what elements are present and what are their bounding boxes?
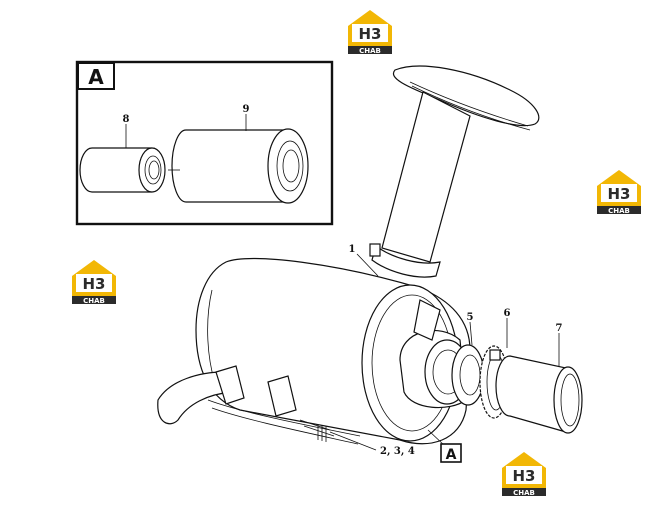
logo-sub: CHAB xyxy=(608,207,630,215)
detail-ref-a: A xyxy=(440,443,462,463)
callout-5: 5 xyxy=(467,312,474,323)
mounting-bracket xyxy=(157,365,361,445)
detail-box-a: A 8 9 xyxy=(75,60,334,226)
logo-sub: CHAB xyxy=(513,489,535,497)
detail-ref-label: A xyxy=(446,447,457,463)
callout-6: 6 xyxy=(504,308,511,319)
logo-mark: H3 xyxy=(359,25,382,43)
callout-9: 9 xyxy=(243,104,250,115)
air-cleaner-assembly: 1 5 6 7 2, 3, 4 A xyxy=(157,65,583,463)
intake-tube xyxy=(381,91,471,263)
logo-top: H3 CHAB xyxy=(348,10,392,55)
callout-1: 1 xyxy=(349,244,356,255)
logo-bottom: H3 CHAB xyxy=(502,452,546,497)
logo-mark: H3 xyxy=(608,185,631,203)
logo-mark: H3 xyxy=(83,275,106,293)
part-5-adapter xyxy=(451,344,485,406)
part-8-sleeve xyxy=(79,147,166,193)
precleaner-cap xyxy=(392,65,540,131)
part-7-hose xyxy=(495,355,583,434)
tube-clamp xyxy=(371,244,441,278)
detail-box-label: A xyxy=(88,65,104,89)
callout-7: 7 xyxy=(556,323,563,334)
callout-8: 8 xyxy=(123,114,130,125)
logo-right: H3 CHAB xyxy=(597,170,641,215)
logo-sub: CHAB xyxy=(83,297,105,305)
part-9-sleeve xyxy=(171,128,309,204)
logo-mark: H3 xyxy=(513,467,536,485)
callout-2-3-4: 2, 3, 4 xyxy=(380,446,415,457)
logo-left: H3 CHAB xyxy=(72,260,116,305)
logo-sub: CHAB xyxy=(359,47,381,55)
